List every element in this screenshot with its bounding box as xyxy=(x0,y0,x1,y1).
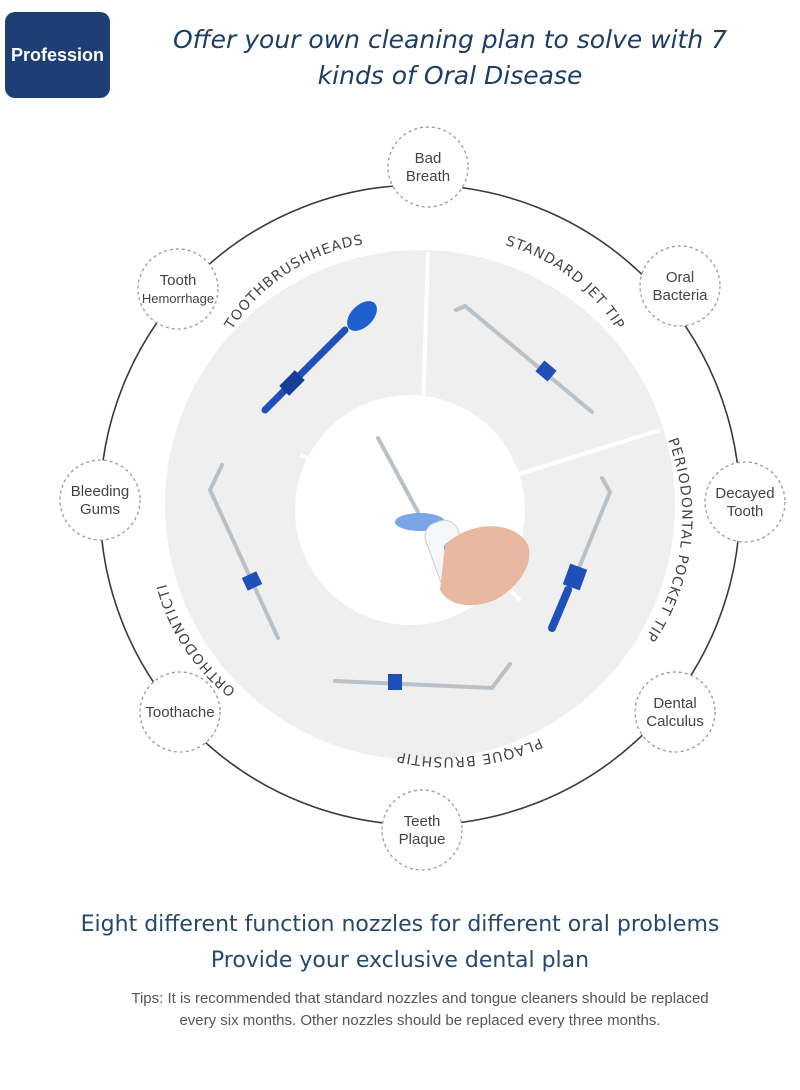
plaque-brushtip-nozzle-image xyxy=(333,662,512,691)
headline-line-1: Offer your own cleaning plan to solve wi… xyxy=(172,25,728,54)
disease-label: Calculus xyxy=(646,713,704,730)
disease-circle xyxy=(139,671,221,753)
hand-holding-irrigator-image xyxy=(376,436,530,606)
disease-label: Decayed xyxy=(715,485,774,502)
disease-circle xyxy=(387,126,469,208)
disease-label: Bacteria xyxy=(652,287,708,304)
disease-label: Hemorrhage xyxy=(142,291,214,306)
disease-label: Teeth xyxy=(404,813,441,830)
disease-label: Bleeding xyxy=(71,483,129,500)
disease-node-toothache: Toothache xyxy=(139,671,221,753)
profession-badge: Profession xyxy=(5,12,110,98)
periodontal-pocket-tip-nozzle-image xyxy=(548,476,613,632)
footer-title-2: Provide your exclusive dental plan xyxy=(210,948,590,973)
disease-circle xyxy=(704,461,786,543)
headline: Offer your own cleaning plan to solve wi… xyxy=(120,22,780,94)
footer-title-1: Eight different function nozzles for dif… xyxy=(80,912,720,937)
disease-circle xyxy=(634,671,716,753)
disease-label: Oral xyxy=(666,269,694,286)
orthodontic-tip-nozzle-image xyxy=(207,463,280,640)
disease-circle xyxy=(381,789,463,871)
disease-nodes: BadBreathOralBacteriaDecayedToothDentalC… xyxy=(59,126,786,871)
disease-label: Gums xyxy=(80,501,120,518)
disease-label: Dental xyxy=(653,695,696,712)
disease-label: Tooth xyxy=(727,503,764,520)
disease-circle xyxy=(59,459,141,541)
standard-jet-tip-nozzle-image xyxy=(454,303,594,414)
tips-text: Tips: It is recommended that standard no… xyxy=(40,988,800,1032)
disease-label: Toothache xyxy=(145,704,214,721)
disease-label: Plaque xyxy=(399,831,446,848)
headline-line-2: kinds of Oral Disease xyxy=(317,61,583,90)
oral-care-diagram: TOOTHBRUSHHEADS STANDARD JET TIP PERIODO… xyxy=(59,126,786,871)
disease-label: Bad xyxy=(415,150,442,167)
disease-label: Breath xyxy=(406,168,450,185)
toothbrush-head-nozzle-image xyxy=(261,301,377,414)
profession-badge-label: Profession xyxy=(10,44,105,65)
tips-line-1: Tips: It is recommended that standard no… xyxy=(131,990,709,1007)
disease-circle xyxy=(639,245,721,327)
tips-line-2: every six months. Other nozzles should b… xyxy=(179,1012,661,1029)
disease-label: Tooth xyxy=(160,272,197,289)
disease-circle xyxy=(137,248,219,330)
